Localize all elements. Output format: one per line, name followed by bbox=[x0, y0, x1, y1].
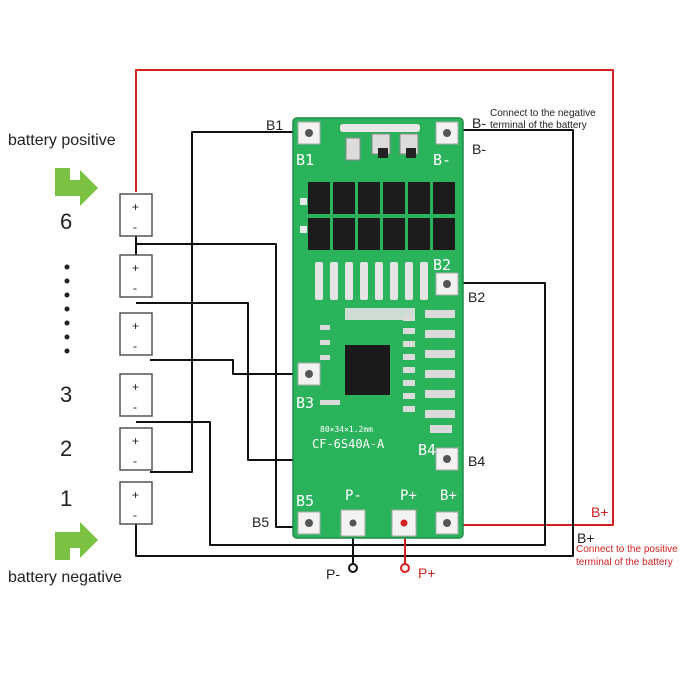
battery-cell: + - bbox=[119, 373, 153, 417]
bms-pcb: B1 B- B2 B3 B4 B5 P- P+ B+ 80×34×1.2mm C… bbox=[292, 117, 464, 539]
bms-ic-chip bbox=[345, 345, 390, 395]
red-wire-b-plus bbox=[135, 69, 614, 526]
plus-sign: + bbox=[132, 261, 139, 275]
label-b-minus: B- bbox=[472, 141, 486, 157]
battery-positive-label: battery positive bbox=[8, 132, 116, 149]
plus-sign: + bbox=[132, 380, 139, 394]
b-minus-note-line1: Connect to the negative bbox=[490, 108, 596, 119]
p-plus-terminal bbox=[400, 563, 410, 573]
wire-b5 bbox=[136, 243, 308, 528]
label-b-minus-top: B- bbox=[472, 115, 486, 131]
p-minus-terminal bbox=[348, 563, 358, 573]
b-minus-note-line2: terminal of the battery bbox=[490, 120, 587, 131]
label-p-minus: P- bbox=[326, 566, 340, 582]
plus-sign: + bbox=[132, 319, 139, 333]
minus-sign: - bbox=[133, 400, 137, 414]
pcb-size-text: 80×34×1.2mm bbox=[320, 425, 373, 434]
pcb-model-text: CF-6S40A-A bbox=[312, 437, 385, 451]
silk-b1: B1 bbox=[296, 151, 314, 169]
plus-sign: + bbox=[132, 434, 139, 448]
wire-b-minus bbox=[135, 129, 574, 557]
label-b-plus-red: B+ bbox=[591, 504, 609, 520]
battery-cell: + - bbox=[119, 427, 153, 471]
minus-sign: - bbox=[133, 281, 137, 295]
battery-positive-arrow bbox=[55, 168, 98, 206]
silk-b-minus: B- bbox=[433, 151, 451, 169]
silk-b2: B2 bbox=[433, 256, 451, 274]
minus-sign: - bbox=[133, 339, 137, 353]
wire-b2 bbox=[136, 282, 546, 546]
silk-b5: B5 bbox=[296, 492, 314, 510]
battery-cell: + - bbox=[119, 481, 153, 525]
battery-cells: + - + - + - + - + - + - bbox=[119, 193, 153, 525]
label-b4: B4 bbox=[468, 453, 485, 469]
battery-negative-label: battery negative bbox=[8, 569, 122, 586]
plus-sign: + bbox=[132, 200, 139, 214]
cell-number-6: 6 bbox=[60, 209, 72, 234]
label-p-plus: P+ bbox=[418, 565, 436, 581]
battery-cell: + - bbox=[119, 193, 153, 237]
mosfet-array bbox=[308, 182, 455, 250]
minus-sign: - bbox=[133, 508, 137, 522]
wire-b3 bbox=[150, 359, 308, 375]
battery-cell: + - bbox=[119, 254, 153, 298]
silk-p-plus: P+ bbox=[400, 488, 417, 504]
minus-sign: - bbox=[133, 220, 137, 234]
silk-b-plus: B+ bbox=[440, 488, 457, 504]
cell-number-2: 2 bbox=[60, 436, 72, 461]
ellipsis-dots bbox=[64, 264, 70, 354]
silk-b3: B3 bbox=[296, 394, 314, 412]
battery-cell: + - bbox=[119, 312, 153, 356]
silk-p-minus: P- bbox=[345, 488, 362, 504]
pad-p-minus bbox=[340, 509, 366, 537]
smd-components bbox=[320, 310, 455, 433]
b-plus-note-line2: terminal of the battery bbox=[576, 557, 673, 568]
battery-negative-arrow bbox=[55, 522, 98, 560]
b-plus-note-line1: Connect to the positive bbox=[576, 544, 678, 555]
label-b1: B1 bbox=[266, 117, 283, 133]
cell-number-1: 1 bbox=[60, 486, 72, 511]
resistor-strips bbox=[315, 262, 428, 300]
label-b-plus: B+ bbox=[577, 530, 595, 546]
label-b2: B2 bbox=[468, 289, 485, 305]
minus-sign: - bbox=[133, 454, 137, 468]
cell-number-3: 3 bbox=[60, 382, 72, 407]
plus-sign: + bbox=[132, 488, 139, 502]
silk-b4: B4 bbox=[418, 441, 436, 459]
label-b5: B5 bbox=[252, 514, 269, 530]
pad-p-plus bbox=[391, 509, 417, 537]
